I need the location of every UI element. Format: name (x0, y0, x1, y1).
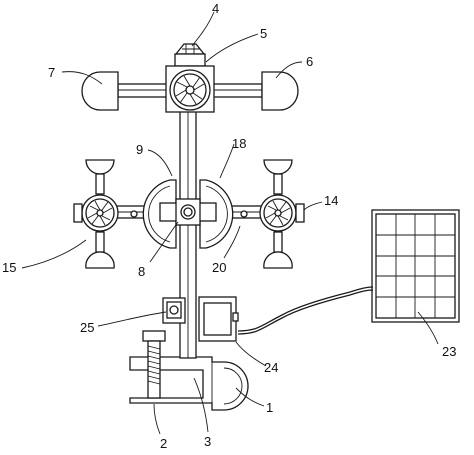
label-1: 1 (266, 400, 273, 415)
wind-cup-left (81, 71, 119, 111)
top-turbine (165, 65, 215, 113)
label-9: 9 (136, 142, 143, 157)
control-box (198, 296, 239, 342)
label-24: 24 (264, 360, 278, 375)
label-7: 7 (48, 65, 55, 80)
label-6: 6 (306, 54, 313, 69)
solar-panel (371, 209, 460, 323)
central-hub (130, 198, 248, 226)
adjust-knob (162, 297, 186, 324)
label-5: 5 (260, 26, 267, 41)
label-2: 2 (160, 436, 167, 451)
label-14: 14 (324, 193, 338, 208)
top-cap (174, 43, 206, 67)
label-15: 15 (2, 260, 16, 275)
label-20: 20 (212, 260, 226, 275)
label-3: 3 (204, 434, 211, 449)
label-25: 25 (80, 320, 94, 335)
wind-cup-right (261, 71, 299, 111)
clamp-bolt (142, 330, 166, 399)
right-turbine (259, 159, 305, 269)
label-18: 18 (232, 136, 246, 151)
u-clamp (129, 356, 249, 411)
label-4: 4 (212, 1, 219, 16)
left-turbine (73, 159, 119, 269)
label-23: 23 (442, 344, 456, 359)
power-cable (237, 289, 374, 335)
leader-lines (21, 11, 439, 435)
label-8: 8 (138, 264, 145, 279)
